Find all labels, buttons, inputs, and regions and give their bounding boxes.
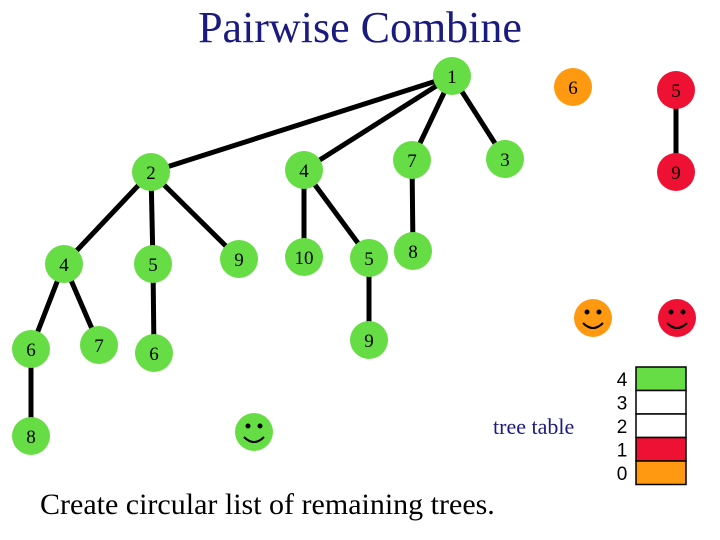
tree-table-label: tree table: [493, 414, 575, 439]
tree-table-row: 0: [617, 460, 687, 486]
tree-nodes: 1 2 4 6 8 7 5 6 4 9 10 7 5 9 8 3 6 5 9: [12, 57, 695, 455]
node-circle: [12, 330, 50, 368]
node-circle: [350, 321, 388, 359]
node-label: 3: [500, 150, 510, 171]
node-circle: [554, 68, 592, 106]
tree-node: 3: [486, 140, 524, 178]
smiley-eye: [680, 309, 686, 315]
tree-edge: [148, 169, 242, 262]
node-circle: [393, 141, 431, 179]
tree-table-cell: [635, 413, 687, 439]
node-circle: [134, 245, 172, 283]
tree-table-index: 2: [617, 417, 628, 438]
node-circle: [285, 151, 323, 189]
node-circle: [657, 153, 695, 191]
caption: Create circular list of remaining trees.: [40, 488, 495, 521]
node-circle: [220, 240, 258, 278]
node-label: 4: [59, 255, 69, 276]
tree-table-index: 3: [617, 394, 628, 415]
smiley-green-icon: [235, 413, 273, 451]
tree-node: 2: [132, 153, 170, 191]
tree-table-row: 2: [617, 413, 687, 439]
tree-node: 5: [350, 239, 388, 277]
tree-node: 6: [135, 334, 173, 372]
node-label: 9: [364, 331, 374, 352]
tree-table-row: 3: [617, 389, 687, 415]
tree-node: 4: [45, 245, 83, 283]
smiley-orange-icon: [574, 299, 612, 337]
tree-table: 4 32 10: [617, 366, 687, 486]
tree-table-cell: [635, 389, 687, 415]
smiley-eye: [668, 309, 674, 315]
node-circle: [12, 417, 50, 455]
tree-node: 9: [350, 321, 388, 359]
tree-table-cell: [635, 366, 687, 392]
smiley-mouth: [666, 322, 688, 329]
node-label: 6: [26, 340, 36, 361]
smiley-face: [574, 299, 612, 337]
tree-node: 7: [393, 141, 431, 179]
tree-table-index: 0: [617, 464, 628, 485]
node-label: 7: [94, 336, 104, 357]
smiley-face: [235, 413, 273, 451]
node-label: 7: [407, 151, 417, 172]
node-label: 10: [295, 248, 314, 269]
tree-node: 8: [12, 417, 50, 455]
tree-table-cell: [635, 436, 687, 462]
tree-node: 8: [394, 232, 432, 270]
node-label: 1: [447, 67, 457, 88]
tree-table-cell: [635, 460, 687, 486]
tree-node: 9: [220, 240, 258, 278]
node-label: 8: [26, 427, 36, 448]
node-circle: [80, 326, 118, 364]
tree-node: 9: [657, 153, 695, 191]
node-circle: [132, 153, 170, 191]
smiley-eye: [257, 423, 263, 429]
node-label: 6: [149, 344, 159, 365]
node-label: 5: [364, 249, 374, 270]
tree-node: 5: [657, 71, 695, 109]
node-label: 6: [568, 78, 578, 99]
node-circle: [433, 57, 471, 95]
tree-node: 1: [433, 57, 471, 95]
smiley-red-icon: [658, 299, 696, 337]
smiley-eye: [584, 309, 590, 315]
node-circle: [350, 239, 388, 277]
tree-node: 5: [134, 245, 172, 283]
smiley-face: [658, 299, 696, 337]
node-label: 2: [146, 163, 156, 184]
node-label: 9: [234, 250, 244, 271]
node-circle: [657, 71, 695, 109]
node-circle: [394, 232, 432, 270]
tree-node: 4: [285, 151, 323, 189]
node-label: 5: [671, 81, 681, 102]
smiley-mouth: [243, 436, 265, 443]
node-label: 5: [148, 255, 158, 276]
node-circle: [45, 245, 83, 283]
tree-node: 6: [554, 68, 592, 106]
node-label: 4: [299, 161, 309, 182]
tree-table-row: 4: [617, 366, 687, 392]
tree-table-index: 1: [617, 441, 628, 462]
smiley-eye: [245, 423, 251, 429]
node-label: 8: [408, 242, 418, 263]
tree-node: 10: [285, 238, 323, 276]
node-circle: [285, 238, 323, 276]
tree-node: 6: [12, 330, 50, 368]
node-label: 9: [671, 163, 681, 184]
tree-node: 7: [80, 326, 118, 364]
node-circle: [135, 334, 173, 372]
tree-table-row: 1: [617, 436, 687, 462]
smiley-mouth: [582, 322, 604, 329]
tree-edge: [301, 73, 455, 173]
tree-edge: [61, 169, 154, 267]
page-title: Pairwise Combine: [198, 3, 522, 52]
node-circle: [486, 140, 524, 178]
tree-edge: [148, 73, 455, 175]
smiley-eye: [596, 309, 602, 315]
tree-table-index: 4: [617, 370, 628, 391]
